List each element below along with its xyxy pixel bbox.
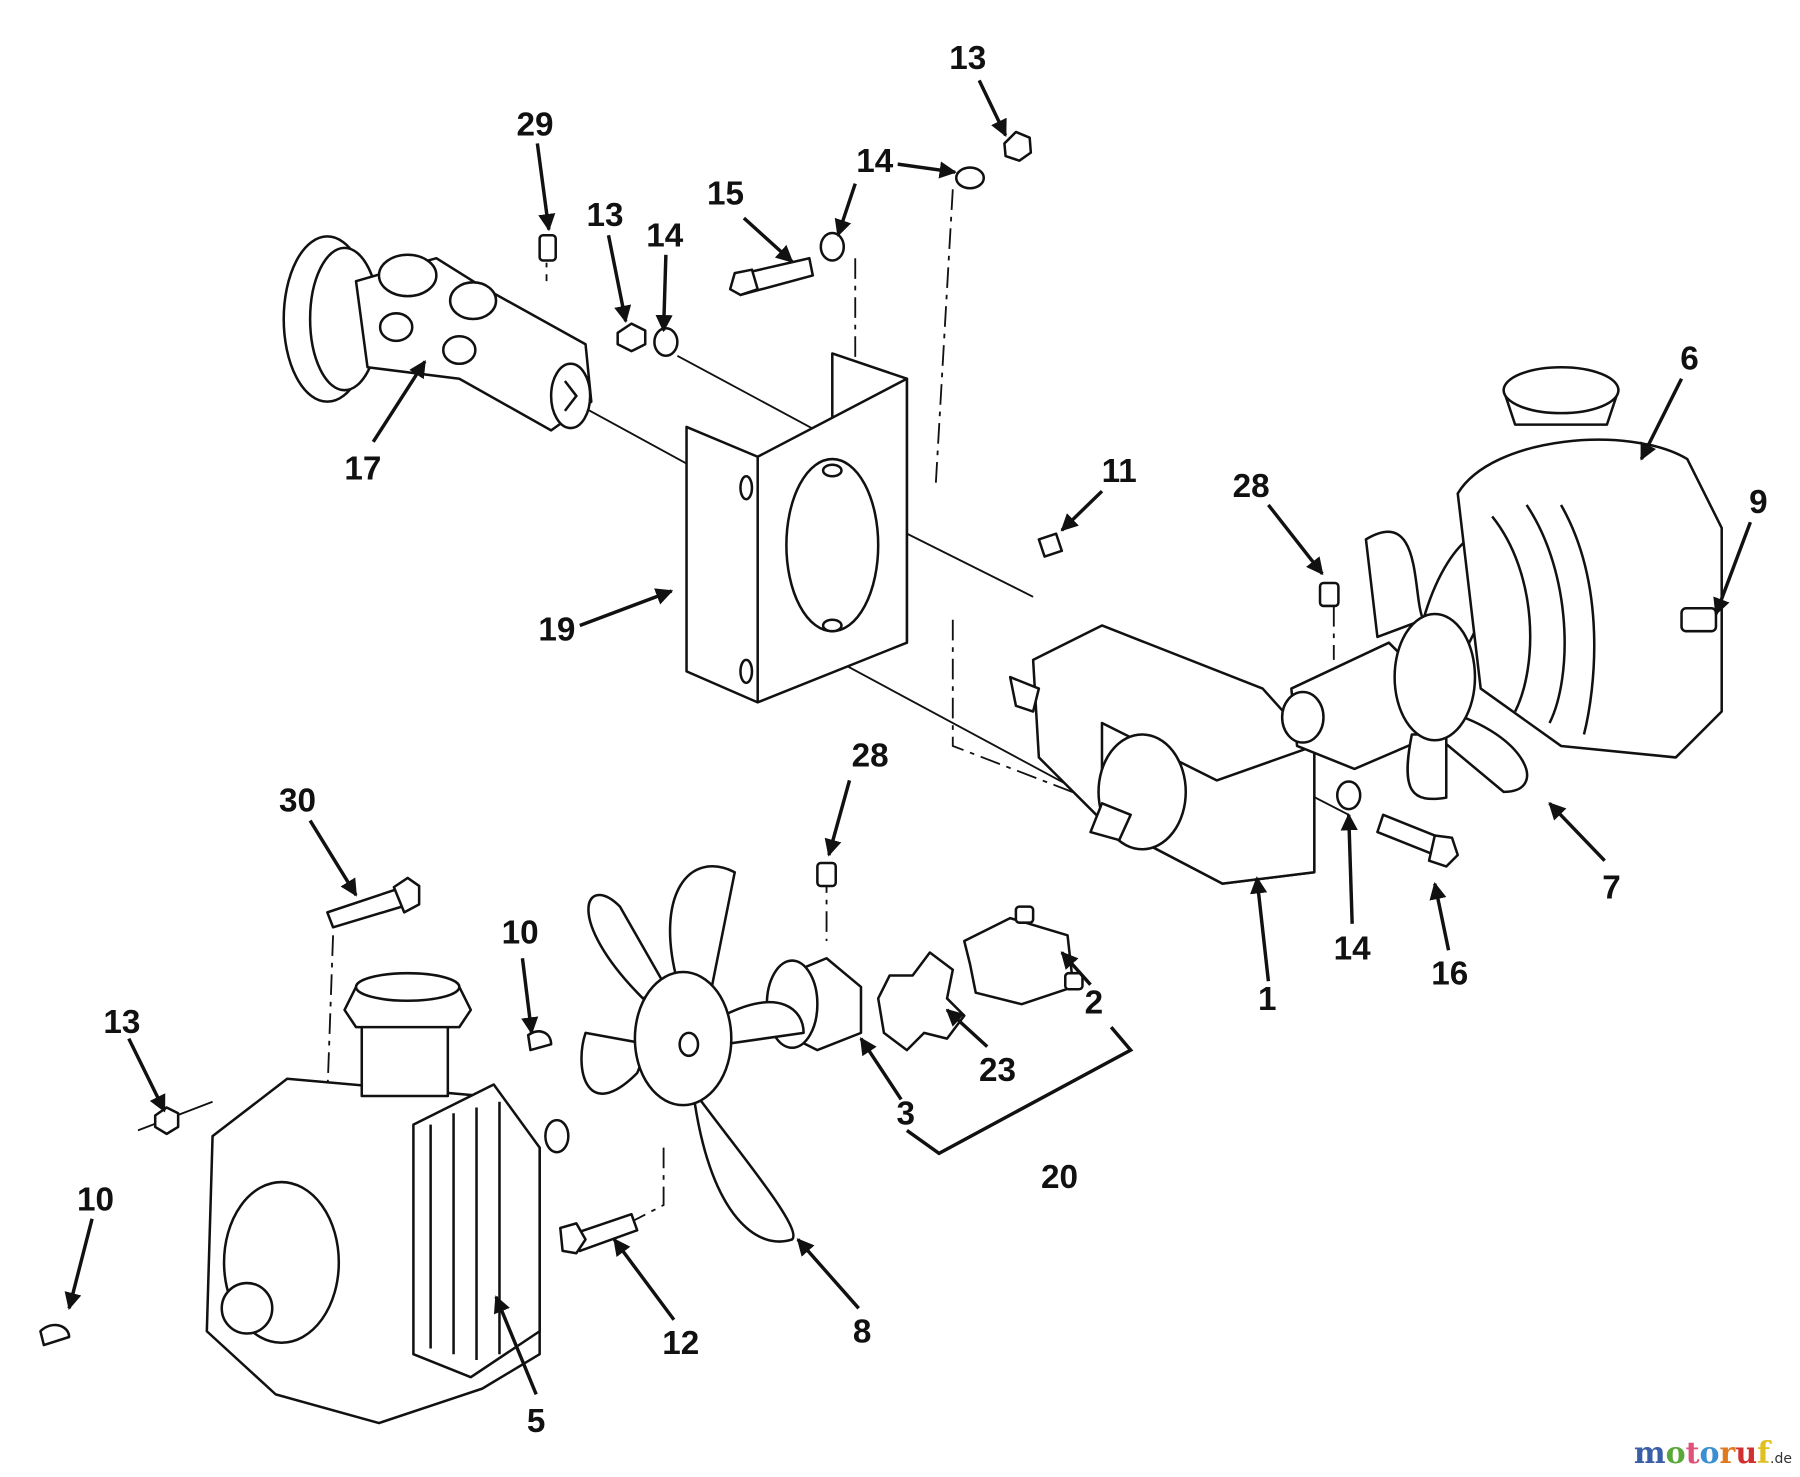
upper-pump-assembly: [1280, 365, 1723, 801]
callout-13: 13: [103, 1004, 140, 1041]
callout-8: 8: [853, 1314, 872, 1351]
lower-fan: [559, 865, 805, 1255]
coupling-parts: [765, 861, 1084, 1052]
callout-5: 5: [527, 1403, 546, 1440]
callout-11: 11: [1102, 453, 1137, 490]
callout-14: 14: [646, 218, 684, 255]
callout-13: 13: [587, 197, 624, 234]
callout-30: 30: [279, 782, 316, 819]
callout-3: 3: [896, 1096, 915, 1133]
watermark-letter: f: [1757, 1436, 1771, 1471]
lower-pump: [39, 876, 570, 1425]
callout-10: 10: [77, 1182, 114, 1219]
watermark-suffix: .de: [1770, 1451, 1792, 1467]
callout-labels: 13 29 14 15 13 14 17 6 11 28 9 19 28 30 …: [77, 40, 1768, 1440]
callout-23: 23: [979, 1052, 1016, 1089]
callout-12: 12: [662, 1325, 699, 1362]
callout-16: 16: [1431, 956, 1468, 993]
callout-7: 7: [1602, 870, 1621, 907]
gearbox: [1008, 624, 1316, 885]
right-hardware: [1037, 532, 1460, 868]
callout-14: 14: [856, 143, 894, 180]
callout-1: 1: [1258, 981, 1277, 1018]
watermark-letter: o: [1699, 1436, 1720, 1471]
mounting-bracket: [685, 352, 909, 704]
callout-13: 13: [949, 40, 986, 77]
watermark-letter: u: [1735, 1436, 1758, 1471]
callout-arrows: [64, 79, 1753, 1396]
callout-15: 15: [707, 175, 744, 212]
callout-17: 17: [344, 451, 381, 488]
universal-joint: [282, 235, 593, 432]
callout-10: 10: [502, 914, 539, 951]
callout-14: 14: [1334, 930, 1372, 967]
watermark-logo: motoruf.de: [1634, 1436, 1792, 1471]
top-hardware: [538, 130, 1033, 358]
watermark-letter: o: [1665, 1436, 1686, 1471]
watermark-letter: r: [1719, 1436, 1736, 1471]
watermark-text: motoruf: [1634, 1436, 1770, 1471]
callout-29: 29: [517, 106, 554, 143]
callout-6: 6: [1680, 341, 1699, 378]
callout-19: 19: [538, 611, 575, 648]
watermark-letter: t: [1685, 1436, 1700, 1471]
callout-2: 2: [1085, 984, 1104, 1021]
watermark-letter: m: [1633, 1436, 1666, 1471]
callout-20: 20: [1041, 1159, 1078, 1196]
callout-28: 28: [852, 738, 889, 775]
callout-9: 9: [1749, 484, 1768, 521]
callout-28: 28: [1233, 468, 1270, 505]
